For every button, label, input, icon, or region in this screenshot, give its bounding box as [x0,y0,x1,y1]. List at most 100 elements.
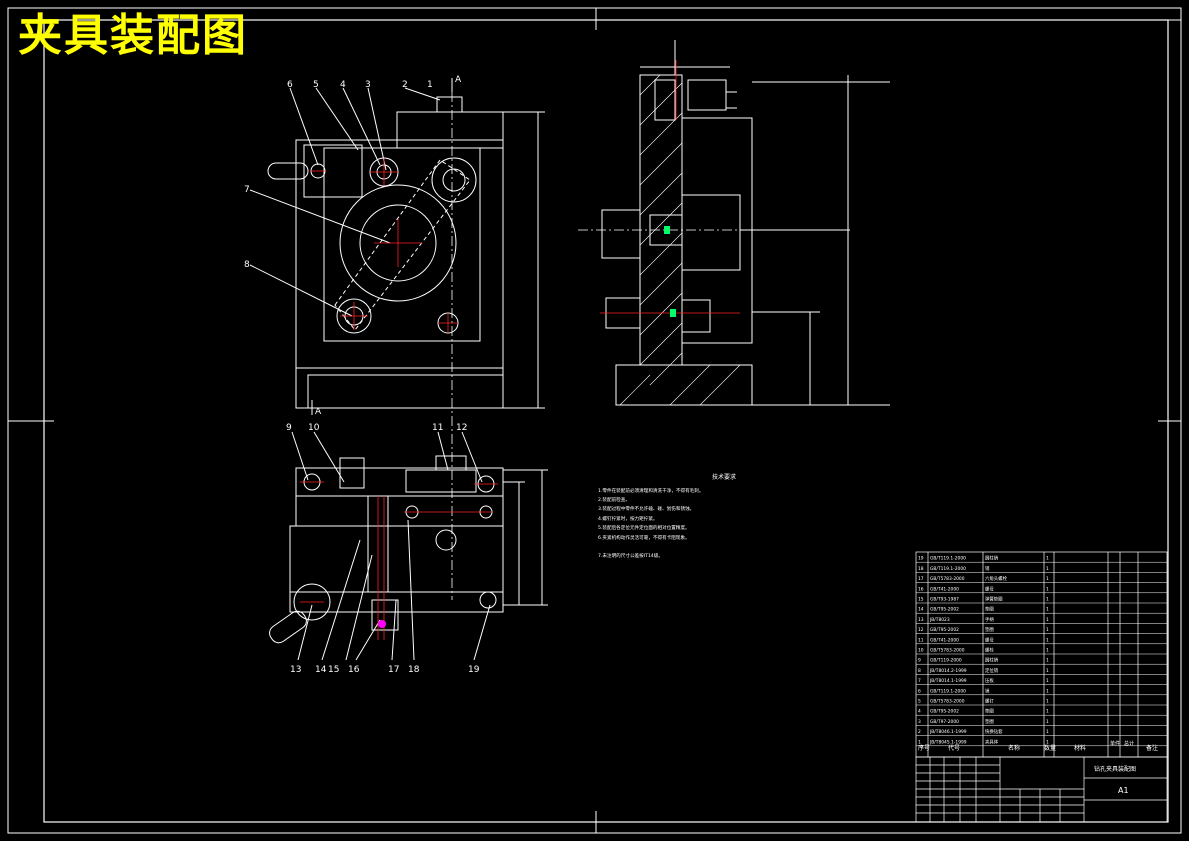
bom-cell-no: 8 [918,668,921,674]
bom-cell-no: 15 [918,597,924,603]
bom-cell-no: 18 [918,566,924,572]
bom-cell-name: 弹簧垫圈 [985,596,1003,603]
side-view [601,40,890,406]
side-markers [664,226,676,317]
bom-cell-code: GB/T5783-2000 [930,699,965,705]
top-balloons: 9 10 11 12 13 14 15 16 17 18 19 [286,423,480,675]
bom-cell-qty: 1 [1046,658,1049,664]
bom-cell-code: GB/T41-2000 [930,586,959,592]
bom-header-unit: 单件 [1110,740,1120,747]
tech-req-line: 6.夹紧机构动作灵活可靠，不得有卡阻现象。 [598,534,690,541]
bom-cell-code: GB/T119.1-2000 [930,556,966,562]
bom-cell-name: 螺栓 [985,647,994,654]
bom-cell-name: 螺钉 [985,698,994,705]
balloon-16: 16 [348,665,360,675]
bom-cell-name: 六角头螺栓 [985,575,1008,582]
bom-cell-qty: 1 [1046,709,1049,715]
bom-cell-qty: 1 [1046,648,1049,654]
bom-cell-no: 19 [918,556,924,562]
bom-cell-qty: 1 [1046,597,1049,603]
bom-cell-code: GB/T5783-2000 [930,648,965,654]
bom-cell-qty: 1 [1046,678,1049,684]
bom-cell-no: 17 [918,576,924,582]
bom-cell-qty: 1 [1046,617,1049,623]
bom-cell-name: 压板 [985,677,994,684]
top-markers [378,620,386,628]
balloon-11: 11 [432,423,443,433]
bom-cell-name: 销 [985,687,990,694]
bom-cell-name: 垫圈 [985,606,994,613]
bom-header-total: 总计 [1124,740,1134,747]
front-balloons: 6 5 4 3 2 1 7 8 A A [244,75,462,417]
bom-cell-no: 11 [918,637,924,643]
bom-cell-code: GB/T119.1-2000 [930,566,966,572]
balloon-4: 4 [340,80,346,90]
tech-req-line: 1.零件在装配前必须清理和清洗干净，不得有毛刺。 [598,487,703,494]
tech-req-line: 5.装配后各定位元件定位面的相对位置精度。 [598,524,690,531]
tech-req-line: 3.装配过程中零件不允许磕、碰、划伤和锈蚀。 [598,505,694,512]
tech-requirements: 技术要求 1.零件在装配前必须清理和清洗干净，不得有毛刺。 2.装配前检查。 3… [598,473,736,559]
bom-cell-code: GB/T5783-2000 [930,576,965,582]
bom-cell-code: GB/T41-2000 [930,637,959,643]
bom-cell-name: 手柄 [985,616,994,623]
bom-cell-name: 快换钻套 [985,728,1003,735]
bom-cell-name: 夹具体 [985,738,999,745]
bom-cell-code: GB/T95-2002 [930,709,959,715]
drawing-name: 钻孔夹具装配图 [1094,765,1136,773]
title-block-text: 钻孔夹具装配图 A1 [1094,765,1136,795]
balloon-6: 6 [287,80,293,90]
bom-cell-name: 定位销 [985,667,999,674]
bom-cell-code: GB/T119-2000 [930,658,962,664]
bom-header-remark: 备注 [1146,744,1158,752]
balloon-18: 18 [408,665,420,675]
balloon-2: 2 [402,80,408,90]
bom-cell-no: 12 [918,627,924,633]
bom-cell-code: JB/T8046.1-1999 [929,729,967,735]
bom-cell-no: 13 [918,617,924,623]
balloon-17: 17 [388,665,399,675]
bom-header-code: 代号 [948,744,960,752]
bom-cell-name: 垫圈 [985,718,994,725]
bom-cell-no: 3 [918,719,921,725]
bom-cell-code: GB/T95-2002 [930,607,959,613]
bom-cell-name: 螺母 [985,636,994,643]
side-hatch [619,74,741,406]
balloon-7: 7 [244,185,250,195]
bom-cell-no: 5 [918,699,921,705]
bom-cell-qty: 1 [1046,739,1049,745]
balloon-10: 10 [308,423,320,433]
bom-cell-qty: 1 [1046,586,1049,592]
bom-header-material: 材料 [1074,744,1086,752]
balloon-15: 15 [328,665,339,675]
balloon-13: 13 [290,665,301,675]
bom-cell-code: GB/T119.1-2000 [930,688,966,694]
bom-cell-no: 9 [918,658,921,664]
bom-cell-code: JB/T8014.2-1999 [929,668,967,674]
bom-cell-no: 2 [918,729,921,735]
balloon-5: 5 [313,80,319,90]
bom-cell-qty: 1 [1046,699,1049,705]
bom-cell-qty: 1 [1046,719,1049,725]
bom-cell-no: 7 [918,678,921,684]
bom-cell-no: 14 [918,607,924,613]
bom-cell-name: 圆柱销 [985,555,999,562]
inner-frame [43,19,1169,823]
bom-cell-code: JB/T8014.1-1999 [929,678,967,684]
front-centerlines [310,92,458,600]
balloon-9: 9 [286,423,292,433]
tech-req-line: 2.装配前检查。 [598,496,630,503]
bom-cell-qty: 1 [1046,637,1049,643]
bom-cell-no: 1 [918,739,921,745]
top-centerlines [300,481,498,640]
tech-req-line: 4.螺钉拧紧时，按力矩拧紧。 [598,515,658,522]
tech-req-title: 技术要求 [712,473,736,481]
section-mark-bottom: A [315,407,322,417]
side-centerlines [578,60,760,314]
front-view [249,78,545,415]
bom-cell-qty: 1 [1046,627,1049,633]
bom-cell-qty: 1 [1046,576,1049,582]
bom-cell-code: GB/T97-2000 [930,719,959,725]
bom-cell-code: JB/T8045.1-1999 [929,739,967,745]
